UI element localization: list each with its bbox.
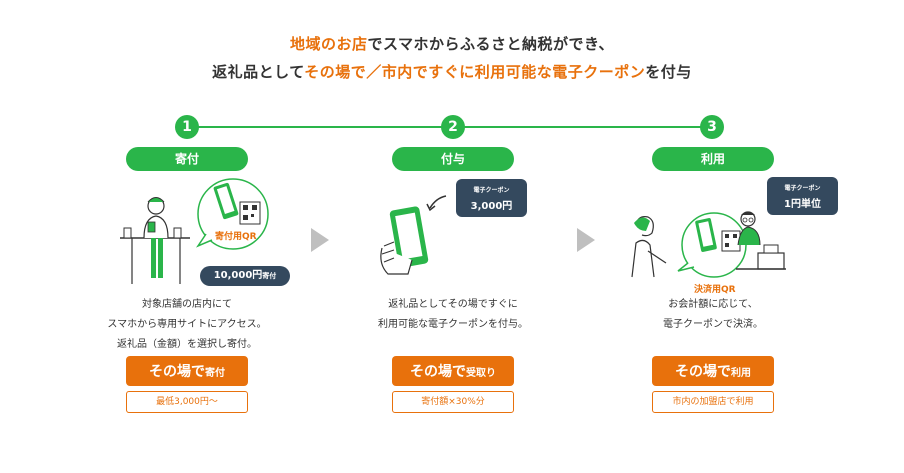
button-main-text: その場で: [675, 364, 731, 380]
button-sub-text: 受取り: [466, 368, 496, 379]
headline-line-1: 地域のお店でスマホからふるさと納税ができ、: [0, 33, 904, 54]
headline-text: でスマホからふるさと納税ができ、: [367, 35, 615, 53]
phone-in-hand-icon: [380, 195, 447, 275]
coupon-rate-note: 寄付額×30%分: [392, 391, 514, 413]
donate-illustration: 寄付用QR: [118, 176, 293, 291]
headline-highlight: 地域のお店: [289, 35, 368, 53]
person-at-table-icon: [120, 178, 269, 284]
step-2-description: 返礼品としてその場ですぐに 利用可能な電子クーポンを付与。: [343, 295, 563, 335]
step-number-1: 1: [175, 115, 199, 139]
payment-at-register-icon: [631, 211, 786, 278]
step-3-description: お会計額に応じて、 電子クーポンで決済。: [603, 295, 823, 335]
step-number-2: 2: [441, 115, 465, 139]
donate-on-the-spot-button: その場で寄付: [126, 356, 248, 386]
headline-line-2: 返礼品としてその場で／市内ですぐに利用可能な電子クーポンを付与: [0, 61, 904, 82]
button-main-text: その場で: [410, 364, 466, 380]
step-title-grant: 付与: [392, 147, 514, 171]
coupon-value: 3,000円: [470, 201, 513, 212]
desc-line: 返礼品としてその場ですぐに: [388, 299, 518, 310]
qr-label-pay: 決済用QR: [694, 285, 736, 295]
desc-line: 電子クーポンで決済。: [663, 319, 763, 330]
headline-highlight: その場で／市内ですぐに利用可能な電子クーポン: [304, 63, 646, 81]
desc-line: 対象店舗の店内にて: [142, 299, 232, 310]
button-sub-text: 利用: [731, 368, 751, 379]
arrow-right-icon: [577, 228, 595, 252]
arrow-right-icon: [311, 228, 329, 252]
button-sub-text: 寄付: [205, 368, 225, 379]
button-main-text: その場で: [149, 364, 205, 380]
headline-text: 返礼品として: [212, 63, 305, 81]
coupon-amount-badge: 電子クーポン 3,000円: [456, 179, 527, 217]
grant-illustration: [372, 188, 452, 288]
headline-text: を付与: [645, 63, 692, 81]
desc-line: スマホから専用サイトにアクセス。: [107, 319, 267, 330]
step-title-use: 利用: [652, 147, 774, 171]
desc-line: お会計額に応じて、: [668, 299, 758, 310]
donation-amount-badge: 10,000円寄付: [200, 266, 290, 286]
desc-line: 利用可能な電子クーポンを付与。: [378, 319, 528, 330]
step-1-description: 対象店舗の店内にて スマホから専用サイトにアクセス。 返礼品（金額）を選択し寄付…: [77, 295, 297, 355]
use-illustration: 決済用QR: [628, 205, 788, 295]
minimum-donation-note: 最低3,000円〜: [126, 391, 248, 413]
coupon-label: 電子クーポン: [784, 185, 821, 192]
use-on-the-spot-button: その場で利用: [652, 356, 774, 386]
badge-amount: 10,000円: [213, 270, 263, 281]
qr-label-donate: 寄付用QR: [215, 232, 257, 242]
step-title-donate: 寄付: [126, 147, 248, 171]
coupon-unit-value: 1円単位: [784, 199, 821, 210]
coupon-label: 電子クーポン: [473, 187, 510, 194]
coupon-unit-badge: 電子クーポン 1円単位: [767, 177, 838, 215]
desc-line: 返礼品（金額）を選択し寄付。: [117, 339, 257, 350]
badge-suffix: 寄付: [262, 272, 277, 280]
step-number-3: 3: [700, 115, 724, 139]
receive-on-the-spot-button: その場で受取り: [392, 356, 514, 386]
usage-scope-note: 市内の加盟店で利用: [652, 391, 774, 413]
